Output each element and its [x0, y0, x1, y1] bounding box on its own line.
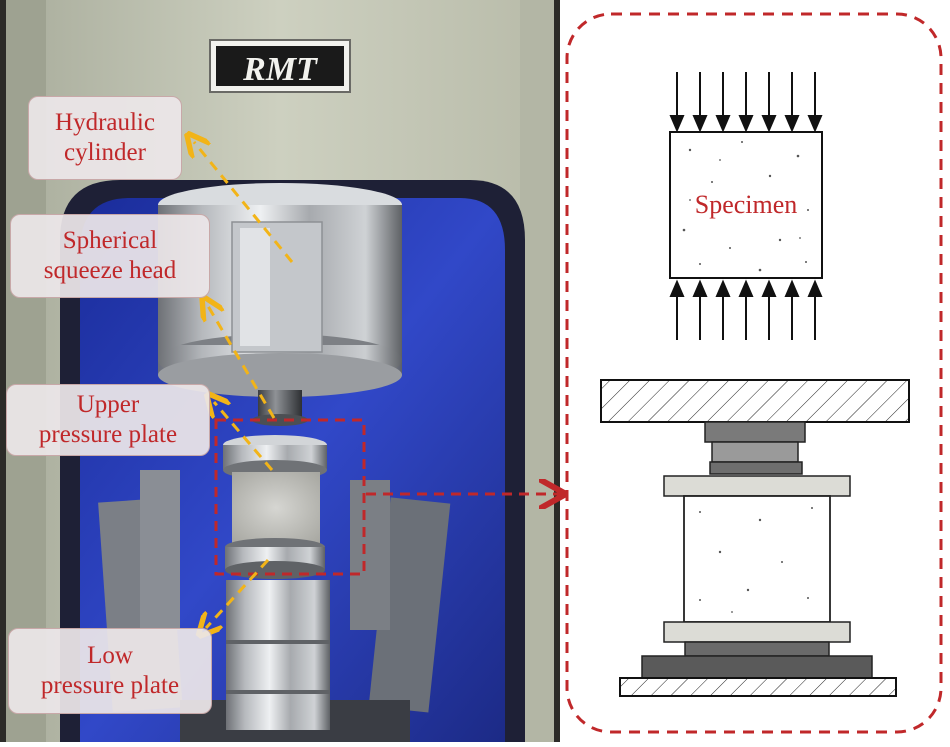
label-low-pressure-plate: Low pressure plate [8, 628, 212, 714]
label-upper-pressure-plate: Upper pressure plate [6, 384, 210, 456]
label-hydraulic-cylinder: Hydraulic cylinder [28, 96, 182, 180]
specimen-speckles [682, 141, 809, 272]
load-arrows-bottom [669, 279, 823, 340]
label-spherical-squeeze-head: Spherical squeeze head [10, 214, 210, 298]
specimen-label: Specimen [695, 190, 798, 219]
leader-upper [214, 402, 274, 471]
lower-beam [619, 677, 897, 697]
leader-hydraulic [194, 142, 294, 263]
specimen-square [669, 131, 823, 279]
schematic-panel: Specimen [565, 12, 943, 734]
photo-specimen [232, 472, 320, 544]
diagram-upper-plate [663, 475, 851, 497]
diagram-base-block [641, 655, 873, 679]
diagram-lower-plate [663, 621, 851, 643]
photo-selection-box [214, 418, 366, 576]
load-arrows-top [669, 72, 823, 133]
leader-spherical [208, 306, 276, 419]
upper-beam [600, 379, 910, 423]
diagram-spherical-head [704, 421, 806, 443]
leader-low [206, 558, 270, 628]
diagram-specimen [683, 495, 831, 623]
machine-photo: RMT [0, 0, 560, 742]
logo-text: RMT [242, 51, 318, 88]
schematic-border [565, 12, 943, 734]
